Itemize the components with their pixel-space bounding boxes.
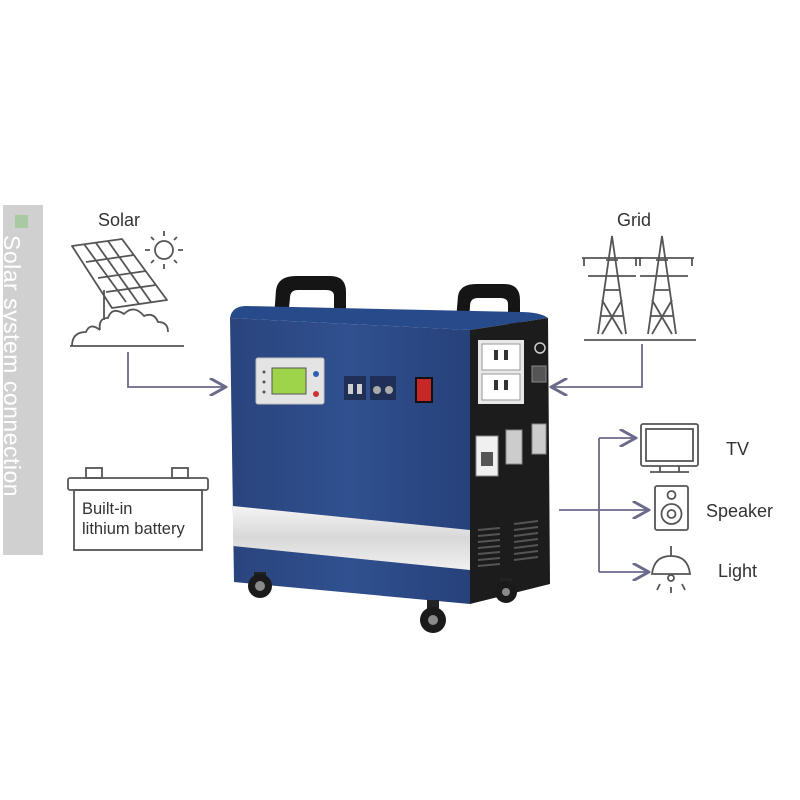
lamp-icon: [650, 546, 692, 593]
label-speaker: Speaker: [706, 501, 774, 521]
label-tv: TV: [726, 439, 750, 459]
label-solar: Solar: [98, 210, 141, 230]
output-line: [559, 438, 600, 572]
power-tower-icon: [582, 235, 696, 341]
label-battery-line1: Built-in: [82, 500, 133, 518]
label-grid: Grid: [617, 210, 652, 230]
speaker-icon: [654, 485, 689, 531]
label-battery-line2: lithium battery: [82, 520, 185, 538]
grid-arrow: [553, 344, 643, 387]
tv-icon: [640, 423, 699, 473]
solar-panel-icon: [70, 238, 184, 347]
power-station-image: [230, 276, 550, 633]
sun-icon: [145, 231, 183, 269]
banner-square: [15, 215, 28, 228]
solar-arrow: [127, 352, 224, 387]
side-banner: Solar system connection: [0, 205, 43, 555]
battery-icon: [67, 467, 209, 551]
label-light: Light: [718, 561, 758, 581]
